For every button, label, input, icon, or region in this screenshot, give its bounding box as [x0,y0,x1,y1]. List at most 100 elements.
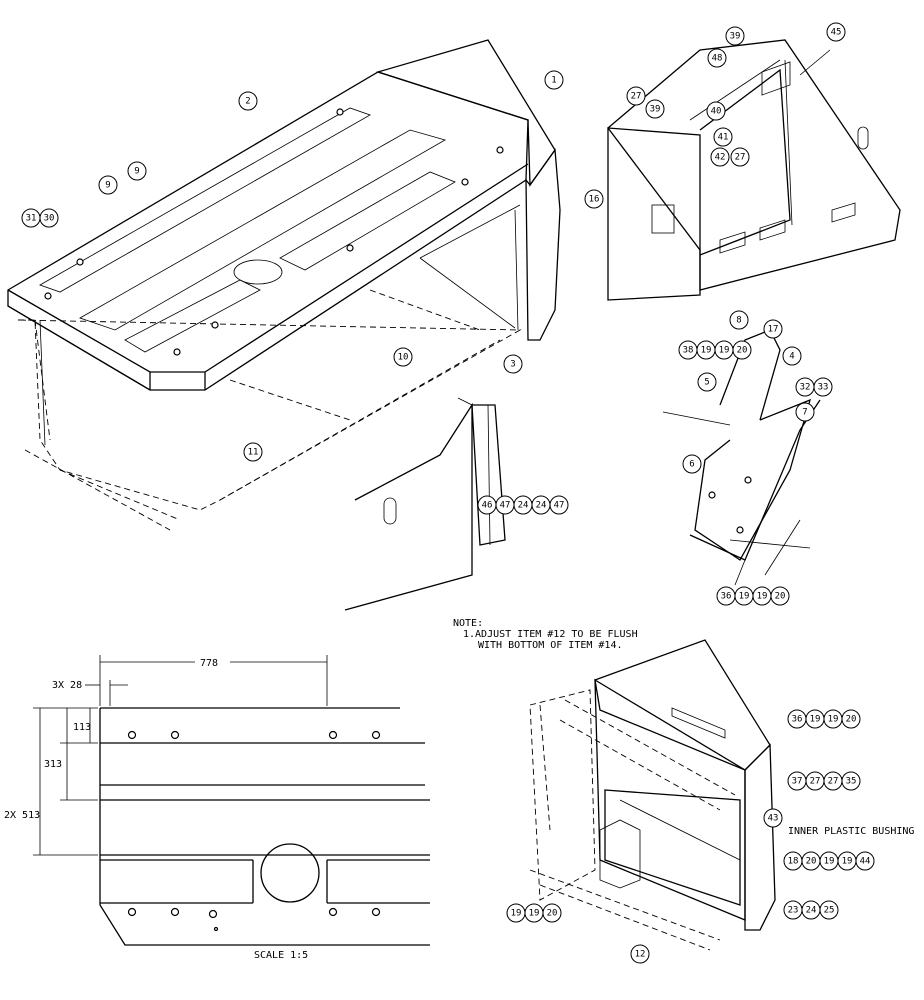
callout-number: 30 [44,214,55,224]
callout-balloon: 11 [243,442,263,462]
callout-balloon: 19 [734,586,754,606]
callout-number: 43 [768,814,779,824]
general-note: NOTE: 1.ADJUST ITEM #12 TO BE FLUSH WITH… [453,618,638,651]
callout-number: 20 [775,592,786,602]
callout-number: 19 [810,715,821,725]
callout-balloon: 39 [725,26,745,46]
callout-number: 27 [735,153,746,163]
callout-balloon: 20 [542,903,562,923]
bracket-view [344,397,506,611]
callout-number: 16 [589,195,600,205]
callout-balloon: 16 [584,189,604,209]
callout-number: 35 [846,777,857,787]
scale-label: SCALE 1:5 [254,950,308,961]
callout-number: 19 [842,857,853,867]
dimension-width: 778 [200,658,218,669]
callout-balloon: 12 [630,944,650,964]
callout-balloon: 2 [238,91,258,111]
callout-balloon: 33 [813,377,833,397]
callout-number: 3 [510,360,515,370]
callout-balloon: 19 [823,709,843,729]
callout-number: 17 [768,325,779,335]
main-view-fasteners [44,108,504,356]
callout-balloon: 36 [716,586,736,606]
callout-balloon: 20 [841,709,861,729]
callout-balloon: 37 [787,771,807,791]
callout-balloon: 41 [713,127,733,147]
note-line-1: 1.ADJUST ITEM #12 TO BE FLUSH [463,629,638,640]
callout-balloon: 24 [513,495,533,515]
callout-number: 36 [721,592,732,602]
callout-number: 20 [737,346,748,356]
callout-balloon: 47 [495,495,515,515]
callout-balloon: 44 [855,851,875,871]
top-right-view [607,39,901,301]
callout-number: 19 [739,592,750,602]
bushing-label: INNER PLASTIC BUSHING [788,826,914,837]
callout-balloon: 24 [801,900,821,920]
callout-number: 45 [831,28,842,38]
callout-balloon: 4 [782,346,802,366]
callout-number: 33 [818,383,829,393]
callout-number: 47 [500,501,511,511]
callout-balloon: 36 [787,709,807,729]
callout-number: 20 [806,857,817,867]
callout-balloon: 7 [795,402,815,422]
callout-number: 19 [529,909,540,919]
callout-balloon: 35 [841,771,861,791]
dimension-313: 313 [44,759,62,770]
callout-balloon: 20 [732,340,752,360]
callout-number: 24 [536,501,547,511]
callout-number: 11 [248,448,259,458]
callout-balloon: 19 [506,903,526,923]
callout-balloon: 1 [544,70,564,90]
callout-balloon: 24 [531,495,551,515]
callout-number: 24 [806,906,817,916]
callout-balloon: 40 [706,101,726,121]
callout-balloon: 20 [770,586,790,606]
callout-number: 20 [547,909,558,919]
callout-number: 32 [800,383,811,393]
callout-number: 24 [518,501,529,511]
callout-balloon: 27 [730,147,750,167]
callout-balloon: 39 [645,99,665,119]
callout-balloon: 19 [805,709,825,729]
callout-number: 20 [846,715,857,725]
callout-number: 12 [635,950,646,960]
callout-balloon: 6 [682,454,702,474]
callout-number: 44 [860,857,871,867]
callout-number: 27 [631,92,642,102]
dimension-hole-spacing: 3X 28 [52,680,82,691]
callout-balloon: 27 [805,771,825,791]
callout-balloon: 43 [763,808,783,828]
callout-number: 6 [689,460,694,470]
callout-balloon: 23 [783,900,803,920]
callout-number: 27 [810,777,821,787]
callout-balloon: 18 [783,851,803,871]
callout-balloon: 38 [678,340,698,360]
plan-view [99,707,430,946]
callout-number: 19 [828,715,839,725]
callout-number: 36 [792,715,803,725]
callout-number: 19 [511,909,522,919]
callout-number: 31 [26,214,37,224]
callout-balloon: 27 [626,86,646,106]
callout-balloon: 19 [524,903,544,923]
callout-balloon: 8 [729,310,749,330]
callout-number: 27 [828,777,839,787]
callout-balloon: 19 [819,851,839,871]
callout-balloon: 10 [393,347,413,367]
callout-balloon: 46 [477,495,497,515]
callout-number: 42 [715,153,726,163]
callout-number: 8 [736,316,741,326]
callout-balloon: 3 [503,354,523,374]
callout-balloon: 19 [696,340,716,360]
callout-number: 25 [824,906,835,916]
callout-number: 7 [802,408,807,418]
callout-balloon: 42 [710,147,730,167]
callout-balloon: 25 [819,900,839,920]
callout-balloon: 27 [823,771,843,791]
note-line-2: WITH BOTTOM OF ITEM #14. [478,640,623,651]
